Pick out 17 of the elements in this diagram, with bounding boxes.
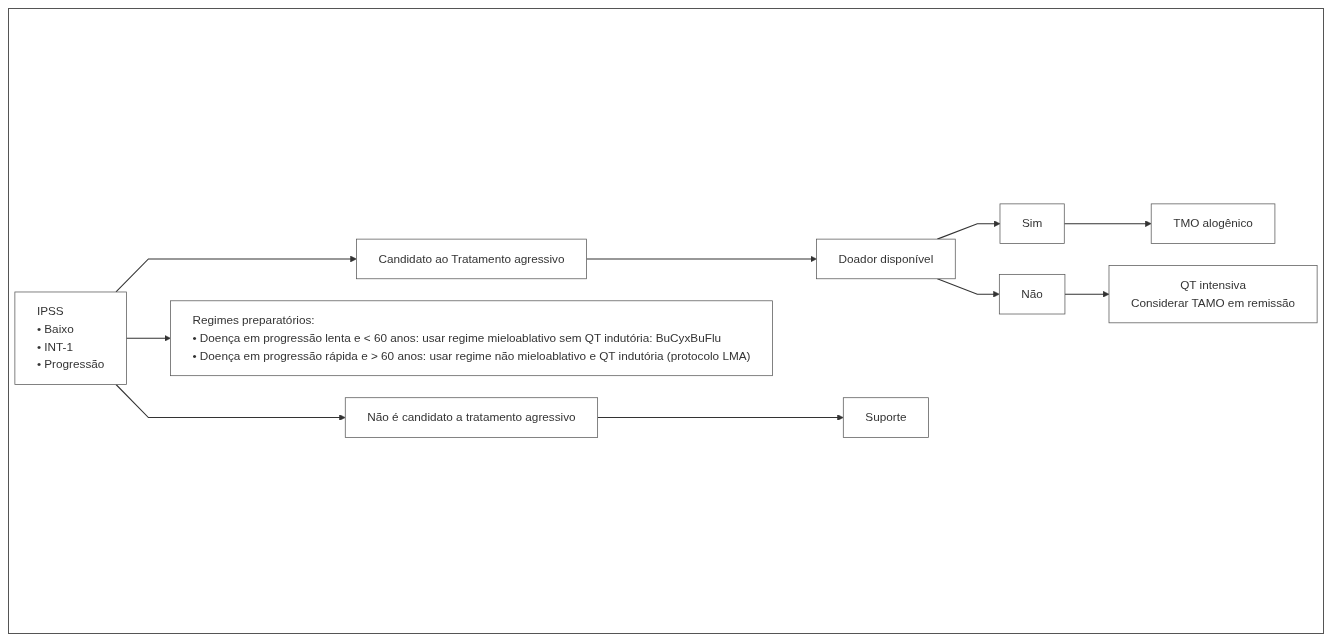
node-box: Doador disponível [816, 239, 956, 280]
arrow [115, 384, 346, 422]
node-box: Não é candidato a tratamento agressivo [344, 397, 598, 439]
node-box: TMO alogênico [1150, 203, 1276, 245]
arrow [597, 414, 844, 422]
node-box: Não [998, 274, 1066, 315]
arrow [586, 256, 817, 263]
node-box: Sim [999, 203, 1065, 245]
node-box: QT intensiva Considerar TAMO em remissão [1108, 265, 1318, 324]
arrow [1063, 220, 1152, 228]
arrow [1064, 291, 1110, 298]
node-box: Candidato ao Tratamento agressivo [356, 239, 587, 280]
arrow [125, 335, 171, 342]
node-box: Regimes preparatórios: • Doença em progressão lenta e < 60 anos: usar regime mieloablativo sem QT indutória: BuCyxBuFlu • Doença em progressão rápida e > 60 anos: usar regime não mieloablativo e QT indutória (protocolo LMA) [170, 300, 773, 377]
node-box: Suporte [842, 397, 929, 439]
arrow [115, 256, 357, 293]
node-box: IPSS • Baixo • INT-1 • Progressão [14, 292, 127, 386]
